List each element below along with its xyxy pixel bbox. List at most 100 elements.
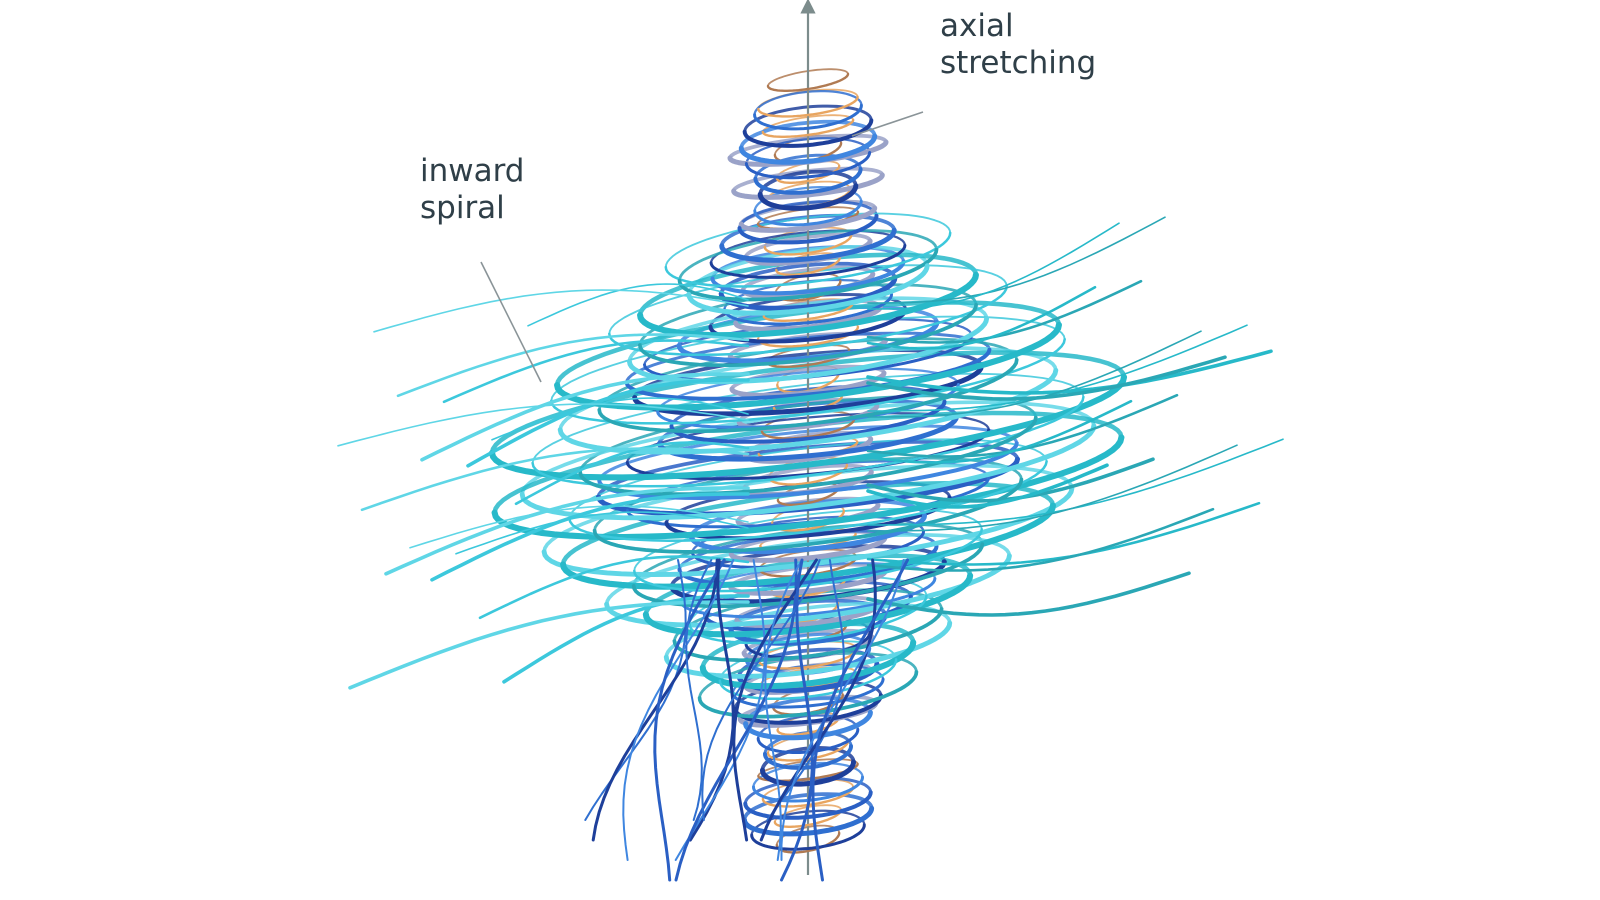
inflow-strand-14 <box>384 486 750 576</box>
lower-blue-tail-10 <box>764 559 803 861</box>
cyan-swirl-ring-13-front <box>578 415 1038 496</box>
inflow-strand-28 <box>442 339 750 404</box>
inflow-strand-23 <box>866 463 1109 509</box>
core-helix-ring-0-front <box>766 72 850 92</box>
inflow-strand-31 <box>866 399 1133 464</box>
inflow-strand-12 <box>491 397 749 441</box>
inward-spiral-label-line1: inward <box>420 153 525 189</box>
blue-spiral-ring-30-front <box>679 577 937 619</box>
cyan-swirl-ring-16-front <box>568 460 1048 542</box>
core-helix-ring-2-front <box>761 118 855 138</box>
blue-spiral-ring-43-front <box>743 790 873 820</box>
blue-spiral-ring-12-front <box>723 293 893 326</box>
blue-spiral-ring-16-front <box>624 347 992 401</box>
core-helix-ring-7-front <box>763 233 853 256</box>
inflow-strand-22 <box>360 447 750 512</box>
axial-stretching-label-line1: axial <box>940 8 1014 44</box>
core-helix-ring-18-front <box>776 486 840 506</box>
lower-blue-tail-6 <box>674 559 766 861</box>
core-helix-ring-10-front <box>762 302 854 322</box>
lower-blue-tail-2 <box>622 559 735 861</box>
inflow-strand-25 <box>866 507 1215 572</box>
inflow-strand-19 <box>866 285 1097 350</box>
cyan-swirl-ring-3-front <box>637 271 979 339</box>
cyan-swirl-ring-26-front <box>663 620 953 679</box>
inflow-strand-21 <box>867 330 1202 418</box>
blue-spiral-ring-41-front <box>760 759 856 787</box>
blue-spiral-ring-0-front <box>753 103 863 131</box>
cyan-swirl-ring-22-front <box>604 553 1012 628</box>
blue-spiral-ring-9-front <box>709 243 907 279</box>
core-helix-ring-1-front <box>757 95 859 118</box>
inflow-strand-17 <box>866 571 1191 617</box>
front-ribbons <box>337 72 1284 882</box>
blue-spiral-ring-7-front <box>737 213 879 245</box>
lower-blue-tail-8 <box>701 559 821 821</box>
inflow-strand-29 <box>866 355 1227 401</box>
cyan-swirl-ring-12-front <box>531 395 1085 488</box>
inflow-strand-27 <box>867 222 1120 310</box>
blue-spiral-ring-44-front <box>741 805 875 837</box>
cyan-swirl-ring-23-front <box>642 572 974 638</box>
lower-blue-tail-11 <box>780 558 814 882</box>
inflow-strand-26 <box>348 600 750 690</box>
cyan-swirl-ring-2-front <box>686 263 930 316</box>
cyan-swirl-ring-14-front <box>519 423 1097 521</box>
leader-lines <box>480 111 924 383</box>
axial-stretching-label-line2: stretching <box>940 45 1097 81</box>
inflow-strand-9 <box>867 216 1166 304</box>
inflow-strand-16 <box>478 555 750 620</box>
lower-blue-tail-15 <box>811 558 909 882</box>
blue-spiral-ring-5-front <box>757 183 859 211</box>
inflow-strand-18 <box>373 289 749 333</box>
cyan-swirl-ring-1-front <box>677 247 939 302</box>
blue-spiral-ring-8-front <box>719 227 897 263</box>
blue-spiral-ring-4-front <box>753 167 863 195</box>
core-helix-ring-32-front <box>773 808 843 828</box>
blue-spiral-ring-20-front <box>657 414 959 462</box>
lower-blue-tail-14 <box>780 559 905 861</box>
cyan-swirl-ring-4-front <box>608 284 1008 357</box>
lower-blue-tail-9 <box>732 558 818 842</box>
blue-spiral-ring-39-front <box>756 728 860 754</box>
cyan-swirl-ring-25-front <box>672 607 944 663</box>
inward-spiral-label-line2: spiral <box>420 190 505 226</box>
inflow-strand-24 <box>455 511 749 555</box>
lavender-ring-12-front <box>728 535 888 563</box>
inflow-strand-20 <box>466 378 750 468</box>
inflow-strand-0 <box>527 283 749 327</box>
blue-spiral-ring-38-front <box>743 709 873 741</box>
axial-stretching-leader-line <box>851 111 924 137</box>
cyan-swirl-ring-19-front <box>560 502 1056 590</box>
inflow-strand-7 <box>866 501 1261 566</box>
blue-spiral-ring-10-front <box>710 259 906 296</box>
cyan-swirl-ring-9-front <box>597 358 1019 434</box>
cyan-swirl-ring-5-front <box>638 302 978 368</box>
inward-spiral-label: inward spiral <box>420 153 525 227</box>
lower-blue-tail-3 <box>653 558 726 882</box>
axial-stretching-label: axial stretching <box>940 8 1096 82</box>
inflow-strand-6 <box>409 505 749 549</box>
lower-blue-tail-4 <box>685 559 713 821</box>
inflow-strand-33 <box>867 444 1238 532</box>
cyan-swirl-ring-24-front <box>688 594 928 645</box>
cyan-swirl-ring-10-front <box>557 367 1059 455</box>
cyan-swirl-ring-11-front <box>488 374 1128 481</box>
core-helix-ring-28-front <box>776 716 840 736</box>
lavender-ring-1-front <box>731 172 885 200</box>
cyan-swirl-ring-27-front <box>699 639 917 690</box>
inflow-strand-32 <box>430 492 750 582</box>
lower-blue-tail-0 <box>584 559 687 821</box>
inflow-strand-2 <box>420 372 750 462</box>
lower-blue-tail-12 <box>766 559 845 821</box>
blue-spiral-ring-6-front <box>753 199 863 227</box>
inflow-strand-30 <box>337 403 749 447</box>
blue-spiral-ring-2-front <box>738 133 878 165</box>
blue-spiral-ring-45-front <box>750 823 866 851</box>
lower-blue-tail-13 <box>759 558 877 842</box>
cyan-swirl-ring-8-front <box>550 337 1066 425</box>
cyan-swirl-ring-0-front <box>664 231 952 288</box>
core-helix-ring-8-front <box>775 256 841 276</box>
blue-spiral-ring-40-front <box>763 744 853 770</box>
